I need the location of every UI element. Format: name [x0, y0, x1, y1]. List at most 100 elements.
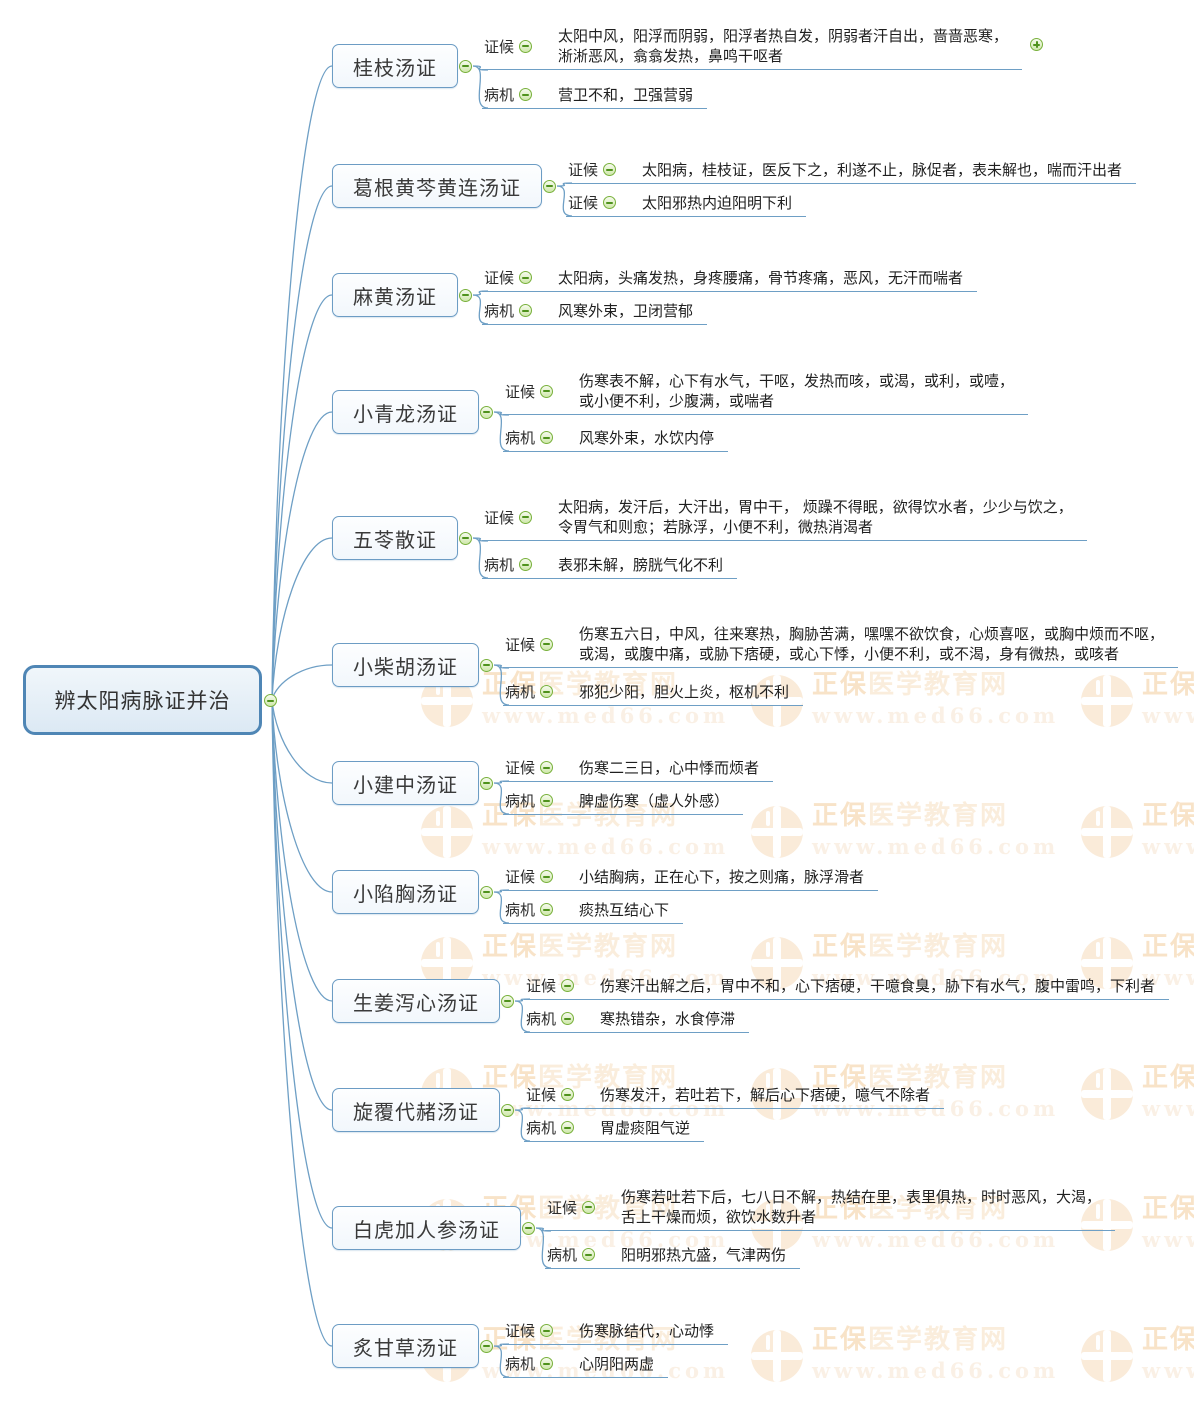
entry-row[interactable]: 病机脾虚伤寒（虚人外感） — [503, 790, 744, 815]
topic-node[interactable]: 麻黄汤证 — [332, 273, 458, 317]
entry-collapse-icon[interactable] — [540, 794, 554, 807]
topic-node[interactable]: 桂枝汤证 — [332, 44, 458, 88]
topic-collapse-icon[interactable] — [459, 531, 472, 545]
entry-collapse-icon[interactable] — [561, 1088, 575, 1101]
entry-row[interactable]: 病机表邪未解，膀胱气化不利 — [482, 554, 738, 579]
entry-label: 病机 — [505, 683, 536, 701]
topic-collapse-icon[interactable] — [480, 405, 493, 419]
entry-row[interactable]: 证候太阳病，发汗后，大汗出，胃中干， 烦躁不得眠，欲得饮水者，少少与饮之， 令胃… — [482, 497, 1087, 541]
entry-label: 病机 — [505, 1355, 536, 1373]
entry-collapse-icon[interactable] — [540, 870, 554, 883]
entry-row[interactable]: 病机心阴阳两虚 — [503, 1353, 669, 1378]
entry-collapse-icon[interactable] — [540, 637, 554, 651]
topic-collapse-icon[interactable] — [459, 288, 472, 302]
topic-collapse-icon[interactable] — [480, 885, 493, 899]
entry-collapse-icon[interactable] — [582, 1200, 596, 1214]
topic-collapse-icon[interactable] — [522, 1221, 535, 1235]
entry-collapse-icon[interactable] — [540, 384, 554, 398]
topic-collapse-icon[interactable] — [543, 179, 556, 193]
topic-collapse-icon[interactable] — [501, 1103, 514, 1117]
topic-node[interactable]: 葛根黄芩黄连汤证 — [332, 164, 542, 208]
entry-collapse-icon[interactable] — [540, 1357, 554, 1370]
watermark-logo-icon — [1081, 937, 1133, 989]
site-url: www.med66.com — [812, 834, 1060, 859]
entry-row[interactable]: 证候小结胸病，正在心下，按之则痛，脉浮滑者 — [503, 866, 879, 891]
entry-row[interactable]: 证候伤寒表不解，心下有水气，干呕，发热而咳，或渴，或利，或噎， 或小便不利，少腹… — [503, 371, 1029, 415]
entry-label: 病机 — [484, 556, 515, 574]
entry-collapse-icon[interactable] — [582, 1248, 596, 1261]
topic-node-label: 桂枝汤证 — [353, 55, 437, 80]
entry-collapse-icon[interactable] — [540, 685, 554, 698]
topic-node-label: 生姜泻心汤证 — [353, 990, 479, 1015]
topic-collapse-icon[interactable] — [459, 59, 472, 73]
entry-label: 证候 — [484, 37, 515, 56]
entry-row[interactable]: 病机营卫不和，卫强营弱 — [482, 84, 708, 109]
root-collapse-icon[interactable] — [264, 694, 277, 707]
entry-row[interactable]: 病机阳明邪热亢盛，气津两伤 — [545, 1244, 801, 1269]
brand-text: 正保医学教育网 — [482, 932, 679, 962]
site-url: www.med66.com — [1142, 703, 1194, 728]
entry-label: 证候 — [568, 194, 599, 212]
entry-collapse-icon[interactable] — [603, 163, 617, 176]
entry-row[interactable]: 病机痰热互结心下 — [503, 899, 684, 924]
topic-node-label: 旋覆代赭汤证 — [353, 1099, 479, 1124]
entry-label: 证候 — [526, 977, 557, 995]
topic-collapse-icon[interactable] — [480, 1339, 493, 1353]
entry-text: 太阳邪热内迫阳明下利 — [642, 193, 793, 212]
entry-collapse-icon[interactable] — [603, 196, 617, 209]
topic-node[interactable]: 小陷胸汤证 — [332, 870, 479, 914]
entry-label: 证候 — [526, 1086, 557, 1104]
topic-node[interactable]: 小柴胡汤证 — [332, 643, 479, 687]
root-node[interactable]: 辨太阳病脉证并治 — [23, 665, 262, 735]
entry-row[interactable]: 证候太阳中风，阳浮而阴弱，阳浮者热自发，阴弱者汗自出，啬啬恶寒， 淅淅恶风，翕翕… — [482, 26, 1023, 70]
topic-node[interactable]: 炙甘草汤证 — [332, 1324, 479, 1368]
entry-row[interactable]: 证候太阳病，头痛发热，身疼腰痛，骨节疼痛，恶风，无汗而喘者 — [482, 267, 978, 292]
entry-expand-icon[interactable] — [1030, 38, 1043, 51]
entry-collapse-icon[interactable] — [540, 431, 554, 444]
entry-label: 病机 — [484, 302, 515, 320]
entry-collapse-icon[interactable] — [561, 1121, 575, 1134]
entry-label: 病机 — [505, 429, 536, 447]
topic-node[interactable]: 小青龙汤证 — [332, 390, 479, 434]
topic-collapse-icon[interactable] — [480, 658, 493, 672]
entry-collapse-icon[interactable] — [519, 304, 533, 317]
entry-row[interactable]: 病机风寒外束，卫闭营郁 — [482, 300, 708, 325]
entry-row[interactable]: 证候伤寒若吐若下后，七八日不解，热结在里，表里俱热，时时恶风，大渴， 舌上干燥而… — [545, 1187, 1116, 1231]
entry-row[interactable]: 证候太阳病，桂枝证，医反下之，利遂不止，脉促者，表未解也，喘而汗出者 — [566, 159, 1137, 184]
topic-collapse-icon[interactable] — [480, 776, 493, 790]
topic-node[interactable]: 小建中汤证 — [332, 761, 479, 805]
entry-label: 证候 — [505, 1322, 536, 1340]
entry-collapse-icon[interactable] — [561, 979, 575, 992]
entry-collapse-icon[interactable] — [540, 761, 554, 774]
entry-row[interactable]: 证候伤寒发汗，若吐若下，解后心下痞硬，噫气不除者 — [524, 1084, 945, 1109]
entry-collapse-icon[interactable] — [561, 1012, 575, 1025]
topic-node[interactable]: 五苓散证 — [332, 516, 458, 560]
entry-collapse-icon[interactable] — [519, 39, 533, 53]
watermark-logo-icon — [751, 1199, 803, 1251]
entry-row[interactable]: 病机胃虚痰阻气逆 — [524, 1117, 705, 1142]
entry-row[interactable]: 证候伤寒汗出解之后，胃中不和，心下痞硬，干噫食臭，胁下有水气，腹中雷鸣，下利者 — [524, 975, 1170, 1000]
entry-row[interactable]: 病机风寒外束，水饮内停 — [503, 427, 729, 452]
entry-row[interactable]: 证候 太阳邪热内迫阳明下利 — [566, 192, 807, 217]
entry-row[interactable]: 病机寒热错杂，水食停滞 — [524, 1008, 750, 1033]
topic-collapse-icon[interactable] — [501, 994, 514, 1008]
watermark-logo-icon — [1081, 806, 1133, 858]
entry-collapse-icon[interactable] — [519, 271, 533, 284]
site-url: www.med66.com — [1142, 1096, 1194, 1121]
entry-collapse-icon[interactable] — [519, 558, 533, 571]
entry-row[interactable]: 病机邪犯少阳，胆火上炎，枢机不利 — [503, 681, 804, 706]
entry-row[interactable]: 证候伤寒脉结代，心动悸 — [503, 1320, 729, 1345]
entry-collapse-icon[interactable] — [519, 88, 533, 101]
topic-node[interactable]: 旋覆代赭汤证 — [332, 1088, 500, 1132]
entry-collapse-icon[interactable] — [519, 510, 533, 524]
entry-collapse-icon[interactable] — [540, 1324, 554, 1337]
entry-text: 太阳病，头痛发热，身疼腰痛，骨节疼痛，恶风，无汗而喘者 — [558, 268, 964, 287]
entry-row[interactable]: 证候伤寒五六日，中风，往来寒热，胸胁苦满，嘿嘿不欲饮食，心烦喜呕，或胸中烦而不呕… — [503, 624, 1179, 668]
topic-node[interactable]: 白虎加人参汤证 — [332, 1206, 521, 1250]
topic-node[interactable]: 生姜泻心汤证 — [332, 979, 500, 1023]
entry-collapse-icon[interactable] — [540, 903, 554, 916]
entry-row[interactable]: 证候伤寒二三日，心中悸而烦者 — [503, 757, 774, 782]
topic-node-label: 小柴胡汤证 — [353, 654, 458, 679]
